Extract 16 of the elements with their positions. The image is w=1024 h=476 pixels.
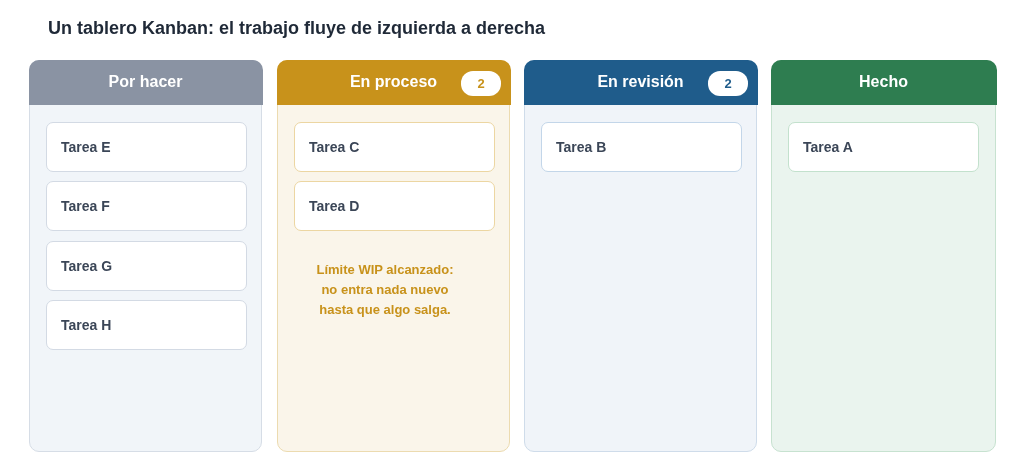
kanban-column [29,60,262,452]
kanban-column [524,60,757,452]
kanban-column [771,60,996,452]
wip-limit-note: Límite WIP alcanzado: no entra nada nuevo hasta que algo salga. [315,261,455,319]
task-card: Tarea B [541,122,742,172]
task-card: Tarea D [294,181,495,231]
task-card: Tarea G [46,241,247,291]
column-header: Por hacer [28,59,263,105]
task-card: Tarea H [46,300,247,350]
column-header: Hecho [770,59,997,105]
task-card: Tarea C [294,122,495,172]
task-card: Tarea A [788,122,979,172]
kanban-column [277,60,510,452]
task-card: Tarea F [46,181,247,231]
task-card: Tarea E [46,122,247,172]
diagram-title: Un tablero Kanban: el trabajo fluye de izquierda a derecha [48,18,546,39]
